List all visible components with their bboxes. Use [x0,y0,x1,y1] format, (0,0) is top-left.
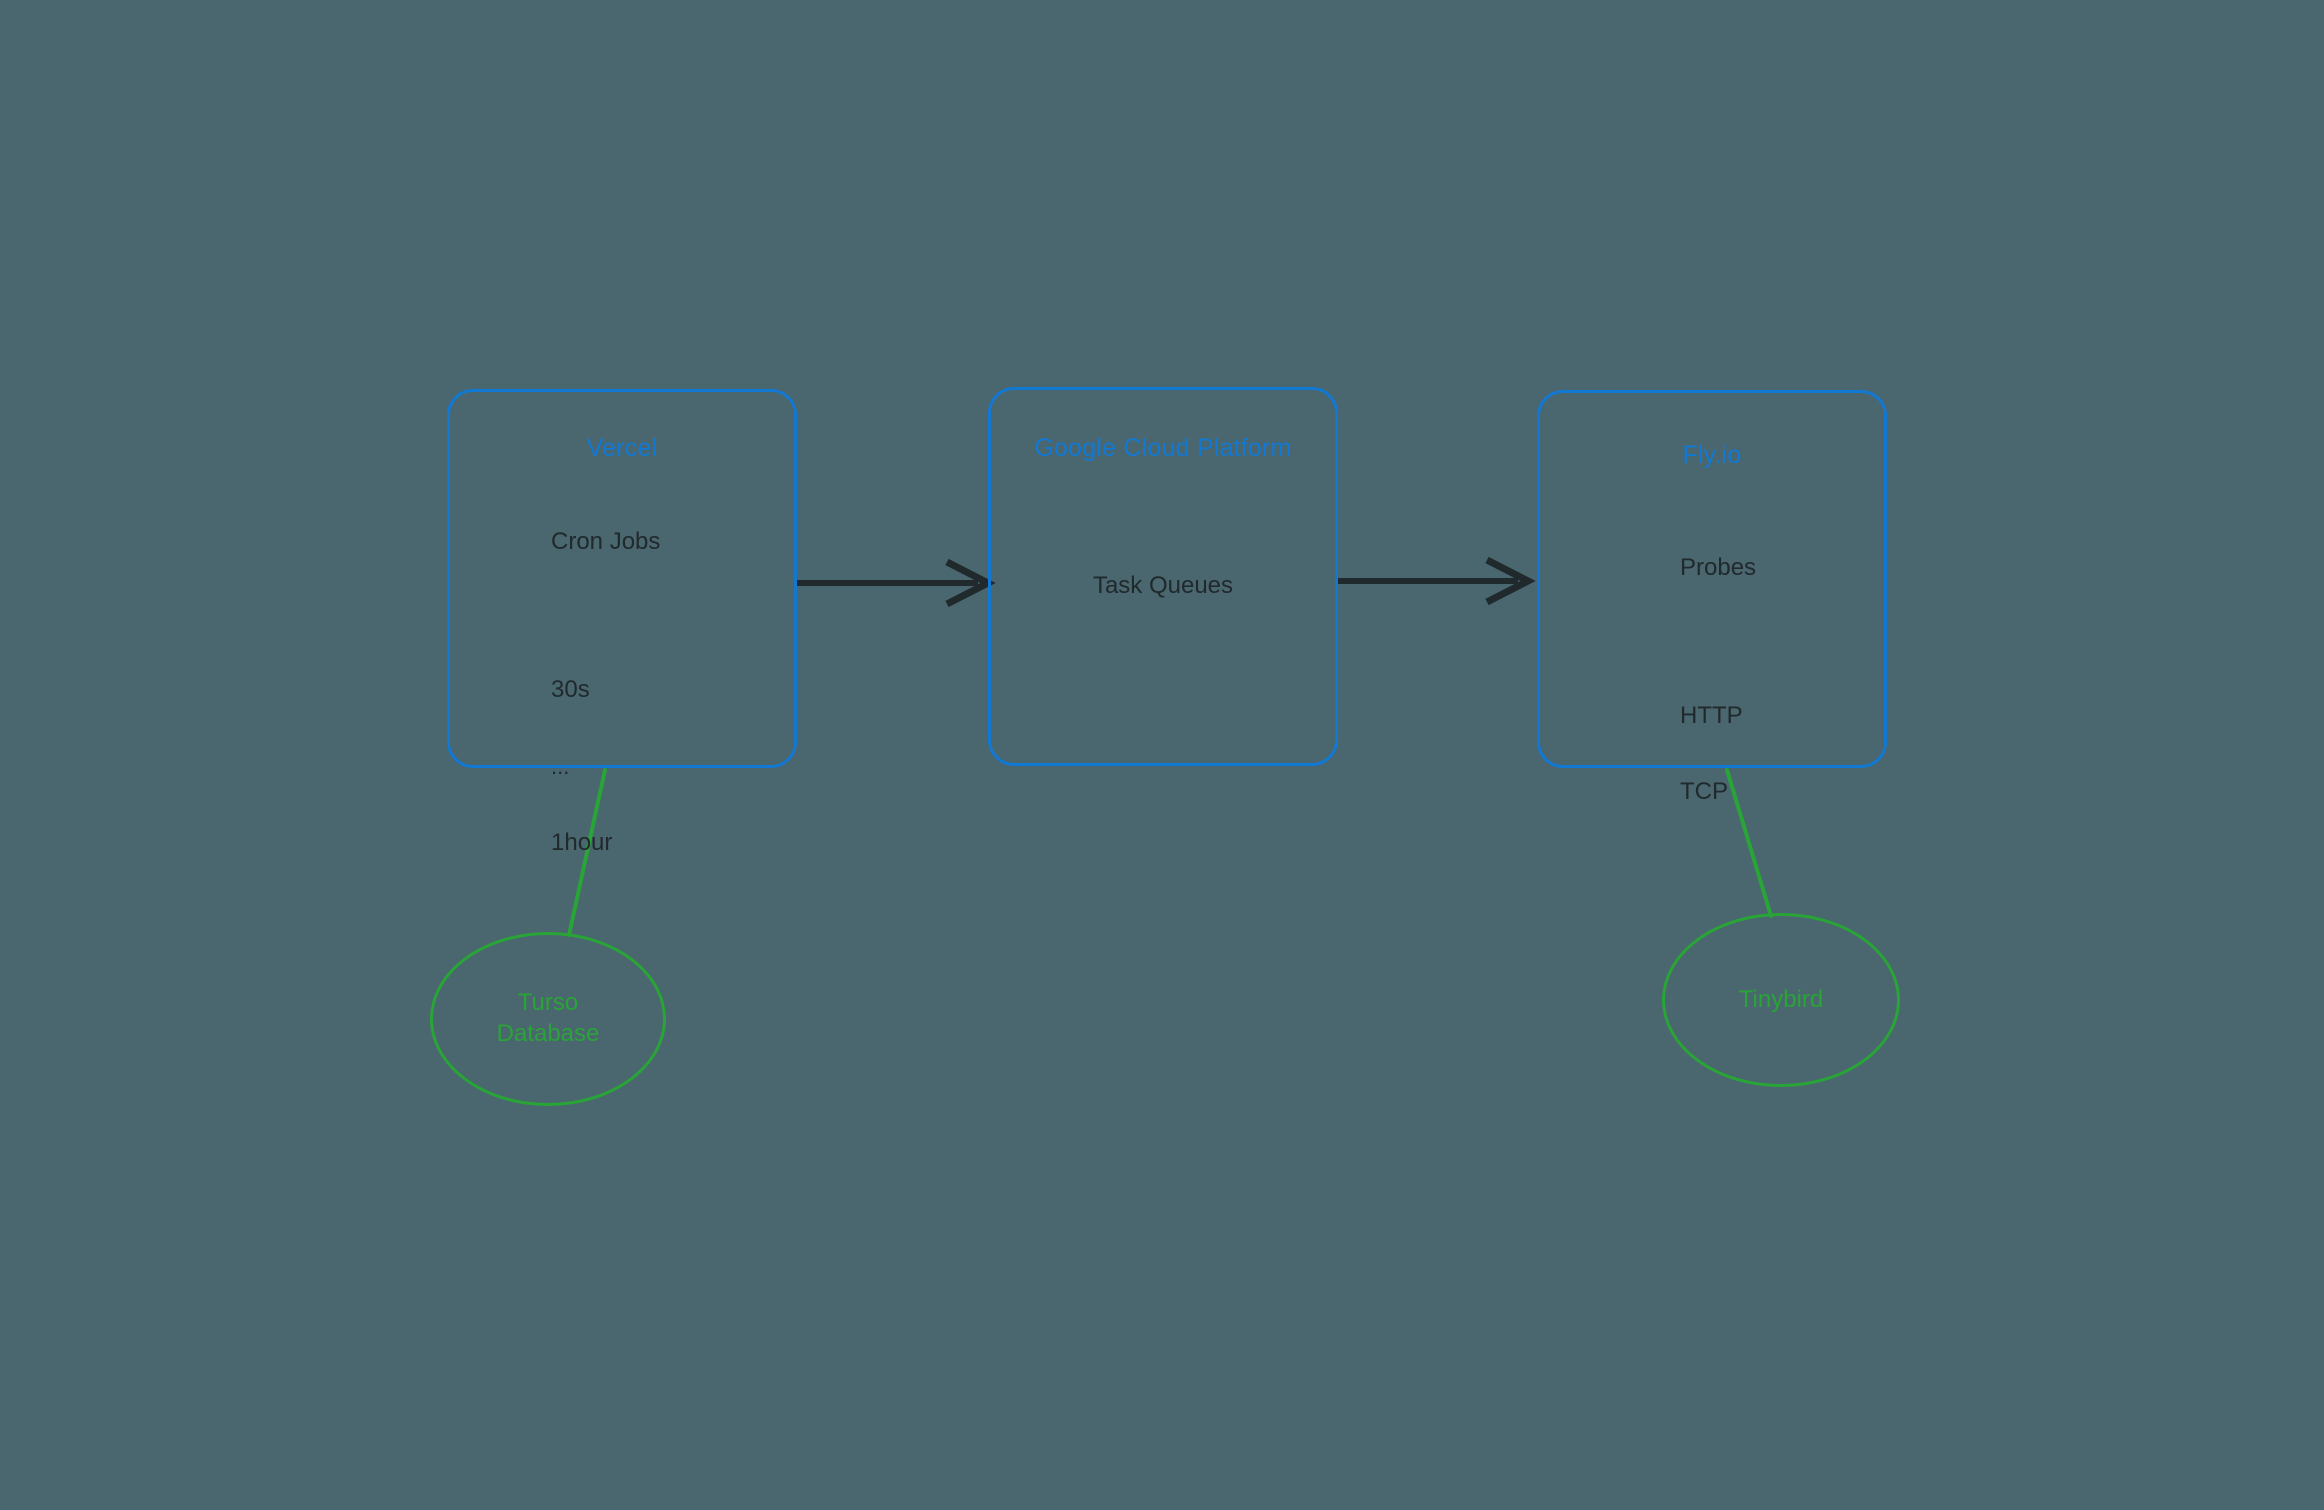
node-vercel-body: Cron Jobs 30s ... 1hour [551,482,660,903]
node-tinybird-label: Tinybird [1738,985,1824,1013]
node-vercel-title: Vercel [586,434,658,462]
node-flyio-line-http: HTTP [1680,702,1743,729]
spacer [1680,628,1756,656]
node-flyio-line-probes: Probes [1680,554,1757,581]
node-vercel[interactable]: Vercel Cron Jobs 30s ... 1hour [447,389,797,855]
node-flyio-body: Probes HTTP TCP [1680,508,1756,855]
node-turso-database[interactable]: Turso Database [430,932,666,1106]
node-vercel-line-30s: 30s [551,676,590,703]
node-vercel-line-cron-jobs: Cron Jobs [551,528,661,555]
node-google-cloud-platform[interactable]: Google Cloud Platform Task Queues [988,387,1338,766]
node-turso-database-label: Turso Database [496,989,600,1047]
node-tinybird[interactable]: Tinybird [1662,913,1900,1087]
node-google-cloud-platform-label: Task Queues [1092,572,1234,599]
node-flyio[interactable]: Fly.io Probes HTTP TCP [1537,390,1887,805]
node-flyio-title: Fly.io [1682,441,1742,469]
edge-vercel-to-gcp [797,558,996,608]
edge-gcp-to-flyio [1338,556,1536,606]
node-vercel-line-ellipsis: ... [551,754,570,779]
node-vercel-line-1hour: 1hour [551,829,613,856]
node-flyio-line-tcp: TCP [1680,778,1728,805]
spacer [551,602,660,630]
node-google-cloud-platform-title: Google Cloud Platform [1034,434,1292,462]
